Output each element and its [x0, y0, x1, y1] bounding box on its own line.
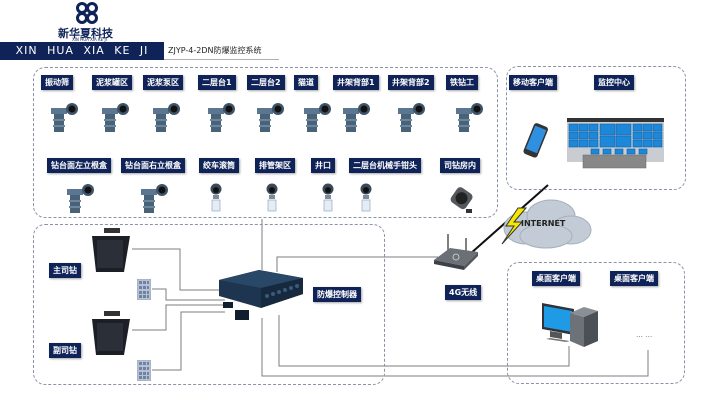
explosion-proof-camera-icon [51, 103, 78, 132]
explosion-proof-controller-icon [219, 270, 303, 320]
camera-label: 司钻房内 [440, 158, 480, 173]
company-pinyin-bar: XIN HUA XIA KE JI [0, 42, 164, 60]
monitoring-panel [506, 66, 686, 190]
desktop-panel [507, 262, 685, 384]
camera-label: 井架背部1 [333, 75, 379, 90]
explosion-proof-camera-icon [208, 103, 235, 132]
explosion-proof-camera-icon [141, 184, 168, 213]
desktop-computer-icon [542, 303, 598, 347]
company-sub: XIN HUA XIA KE JI [72, 37, 107, 42]
dome-camera-icon [210, 183, 222, 212]
keypad-2-icon [137, 360, 151, 381]
camera-label: 二层台机械手钳头 [349, 158, 421, 173]
explosion-proof-camera-icon [398, 103, 425, 132]
field-cameras-panel [33, 67, 498, 218]
line-main-monitor [132, 248, 225, 291]
sub-driller-monitor-icon [92, 311, 130, 355]
line-keypad-2 [152, 311, 225, 371]
monitoring-center-label: 监控中心 [594, 75, 634, 90]
4g-wireless-label: 4G无线 [445, 285, 482, 300]
dome-camera-icon [322, 183, 334, 212]
camera-label: 泥浆泵区 [143, 75, 183, 90]
camera-label: 井架背部2 [388, 75, 434, 90]
explosion-proof-camera-icon [257, 103, 284, 132]
camera-label: 钻台面左立根盒 [47, 158, 111, 173]
logo-icon [76, 2, 98, 24]
dome-camera-icon [360, 183, 372, 212]
camera-label: 二层台1 [198, 75, 236, 90]
controller-label: 防爆控制器 [313, 287, 361, 302]
explosion-proof-camera-icon [102, 103, 129, 132]
camera-label: 钻台面右立根盒 [121, 158, 185, 173]
company-name: 新华夏科技 [58, 27, 113, 40]
smartphone-icon [523, 123, 548, 158]
camera-label: 猫道 [294, 75, 318, 90]
mobile-client-label: 移动客户端 [509, 75, 557, 90]
line-sub-monitor [132, 304, 225, 331]
video-wall-icon [567, 118, 664, 169]
explosion-proof-camera-icon [67, 184, 94, 213]
camera-label: 振动筛 [41, 75, 73, 90]
system-title: ZJYP-4-2DN防爆监控系统 [168, 46, 262, 55]
main-driller-monitor-icon [92, 228, 130, 272]
desktop-client-2-label: 桌面客户端 [610, 271, 658, 286]
router-icon [434, 234, 478, 270]
camera-label: 井口 [311, 158, 335, 173]
explosion-proof-camera-icon [343, 103, 370, 132]
explosion-proof-camera-icon [456, 103, 483, 132]
sub-driller-label: 副司钻 [49, 343, 81, 358]
internet-label: INTERNET [521, 219, 566, 228]
explosion-proof-camera-icon [304, 103, 331, 132]
camera-label: 绞车滚筒 [199, 158, 239, 173]
keypad-1-icon [137, 279, 151, 300]
camera-label: 泥浆罐区 [92, 75, 132, 90]
control-panel [33, 224, 385, 385]
lightning-icon [501, 207, 528, 245]
bullet-camera-icon [450, 187, 473, 213]
internet-cloud-icon [501, 199, 592, 249]
camera-label: 二层台2 [247, 75, 285, 90]
camera-label: 铁钻工 [446, 75, 478, 90]
dome-camera-icon [266, 183, 278, 212]
more-clients-ellipsis: … … [636, 331, 653, 339]
explosion-proof-camera-icon [153, 103, 180, 132]
camera-label: 排管架区 [255, 158, 295, 173]
desktop-client-1-label: 桌面客户端 [532, 271, 580, 286]
line-keypad-1 [152, 288, 225, 301]
line-desktop-1 [278, 315, 570, 367]
line-desktop-2 [261, 318, 649, 377]
main-driller-label: 主司钻 [49, 263, 81, 278]
header-divider [164, 59, 279, 60]
